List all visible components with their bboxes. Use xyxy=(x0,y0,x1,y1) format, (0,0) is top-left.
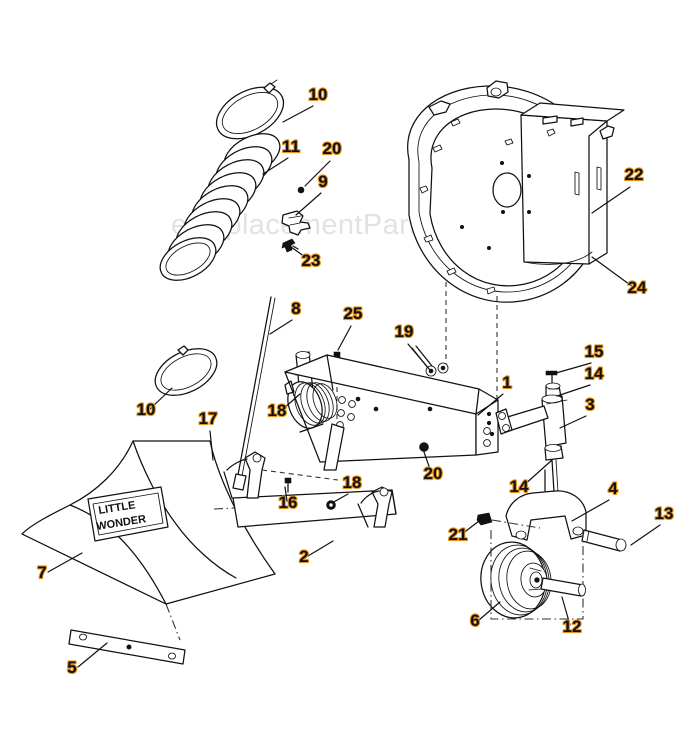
part-1-main-frame-bracket xyxy=(284,354,499,471)
callout-number-16: 16 xyxy=(279,493,298,512)
callout-number-18b: 18 xyxy=(343,473,362,492)
part-23-screw xyxy=(281,238,299,253)
leader-line-4 xyxy=(571,499,610,522)
leader-line-8 xyxy=(269,319,293,335)
leader-line-20a xyxy=(304,160,331,187)
callout-number-14b: 14 xyxy=(510,477,529,496)
callout-number-13: 13 xyxy=(655,504,674,523)
callout-number-3: 3 xyxy=(585,395,594,414)
callout-number-1: 1 xyxy=(502,373,511,392)
part-20-carriage-bolt-upper xyxy=(297,186,305,194)
leader-line-13 xyxy=(630,524,661,546)
callout-number-22: 22 xyxy=(625,165,644,184)
leader-line-3 xyxy=(559,415,587,429)
part-5-mounting-strap-bar xyxy=(68,629,186,665)
leader-line-21 xyxy=(461,517,484,535)
leader-line-15 xyxy=(555,362,592,374)
leader-line-23 xyxy=(290,246,309,260)
callout-number-19: 19 xyxy=(395,322,414,341)
leader-line-17 xyxy=(209,430,214,461)
callout-number-20a: 20 xyxy=(323,139,342,158)
callout-number-24: 24 xyxy=(628,278,647,297)
part-3-wheel-post-tube xyxy=(541,394,568,448)
callout-number-12: 12 xyxy=(563,617,582,636)
leader-line-11 xyxy=(262,157,289,175)
leader-line-16 xyxy=(284,486,288,502)
callout-number-8: 8 xyxy=(291,299,300,318)
leader-line-2 xyxy=(307,540,334,557)
leader-line-7 xyxy=(47,552,83,573)
leader-line-22 xyxy=(591,186,631,214)
leader-line-14a xyxy=(556,384,591,397)
callout-number-11: 11 xyxy=(282,137,300,156)
part-9-cable-clip xyxy=(281,210,311,236)
leader-line-10 xyxy=(282,105,314,123)
leader-line-19 xyxy=(407,343,431,371)
leader-line-18a xyxy=(281,393,301,411)
logo-line1: LITTLE xyxy=(98,499,137,517)
leader-line-5 xyxy=(77,642,108,668)
leader-line-1 xyxy=(477,393,504,416)
leader-line-10b xyxy=(149,387,173,410)
part-16-hex-bolt xyxy=(284,477,292,493)
part-8-control-rod xyxy=(232,296,276,491)
callout-number-4: 4 xyxy=(608,479,618,498)
part-7-chute-deflector: LITTLE WONDER xyxy=(21,440,393,641)
callout-leader-lines xyxy=(47,105,661,668)
leader-line-25 xyxy=(337,325,352,351)
part-2-lower-handle-crossbar xyxy=(223,451,397,528)
callout-number-25: 25 xyxy=(344,304,363,323)
part-12-axle-pin xyxy=(540,577,586,597)
leader-line-14b xyxy=(522,459,553,487)
callout-number-9: 9 xyxy=(318,172,327,191)
callout-number-18a: 18 xyxy=(268,401,287,420)
leader-line-18b xyxy=(331,493,349,504)
callout-number-7: 7 xyxy=(37,563,46,582)
part-10-hose-clamp-upper xyxy=(215,79,285,140)
leader-line-6 xyxy=(478,601,501,621)
callout-number-14a: 14 xyxy=(585,364,604,383)
part-11-flexible-hose xyxy=(159,133,281,281)
callout-number-21: 21 xyxy=(449,525,468,544)
part-21-hex-nut xyxy=(476,512,541,529)
part-10-hose-clamp-lower xyxy=(154,345,218,396)
part-6-wheel-tire xyxy=(480,530,584,620)
callout-number-20b: 20 xyxy=(424,464,443,483)
leader-line-20b xyxy=(423,451,432,473)
callout-number-10: 10 xyxy=(309,85,328,104)
callout-number-6: 6 xyxy=(470,611,479,630)
logo-plate: LITTLE WONDER xyxy=(87,486,169,542)
callout-number-15: 15 xyxy=(585,342,604,361)
leader-line-24 xyxy=(591,256,634,288)
callout-number-10b: 10 xyxy=(137,400,156,419)
callout-number-23: 23 xyxy=(302,251,321,270)
leader-line-9 xyxy=(295,192,322,216)
callout-number-2: 2 xyxy=(299,547,308,566)
callout-number-5: 5 xyxy=(67,658,76,677)
leader-line-12 xyxy=(561,596,571,626)
part-14-spacer-lower xyxy=(544,444,564,493)
part-22-blower-housing xyxy=(407,80,625,303)
frame-to-post-link-arm xyxy=(495,405,549,435)
callout-number-17: 17 xyxy=(199,409,218,428)
